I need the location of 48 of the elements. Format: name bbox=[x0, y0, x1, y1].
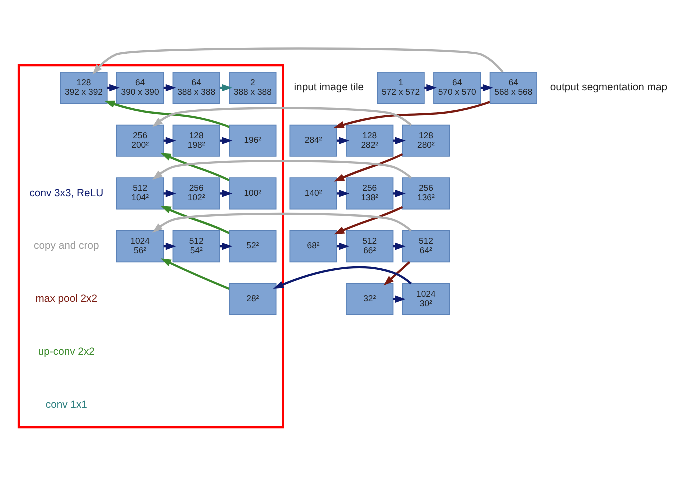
arrow bbox=[104, 100, 230, 128]
legend-label: copy and crop bbox=[34, 240, 100, 252]
arrow bbox=[160, 258, 230, 290]
node-box: 512 64² bbox=[402, 230, 450, 262]
node-box: 100² bbox=[229, 177, 277, 210]
node-box: 64 388 x 388 bbox=[172, 71, 220, 104]
node-box: 196² bbox=[229, 124, 277, 156]
node-box: 28² bbox=[229, 282, 277, 315]
arrow bbox=[334, 206, 404, 234]
node-box: 1024 30² bbox=[402, 282, 450, 315]
legend-label: max pool 2x2 bbox=[36, 294, 98, 305]
node-box: 64 390 x 390 bbox=[116, 71, 164, 104]
arrow bbox=[334, 100, 490, 128]
arrow bbox=[273, 266, 412, 288]
node-box: 128 280² bbox=[402, 124, 450, 156]
node-box: 64 568 x 568 bbox=[490, 71, 538, 104]
node-box: 68² bbox=[290, 230, 338, 262]
node-box: 256 102² bbox=[172, 177, 220, 210]
node-box: 512 66² bbox=[346, 230, 394, 262]
label: output segmentation map bbox=[550, 82, 668, 94]
arrow bbox=[152, 106, 412, 127]
node-box: 128 282² bbox=[346, 124, 394, 156]
label: input image tile bbox=[294, 82, 364, 94]
node-box: 128 392 x 392 bbox=[60, 71, 108, 104]
node-box: 64 570 x 570 bbox=[434, 71, 482, 104]
legend-label: up-conv 2x2 bbox=[38, 346, 95, 358]
arrow bbox=[384, 260, 411, 286]
node-box: 256 136² bbox=[402, 177, 450, 210]
node-box: 32² bbox=[346, 282, 394, 315]
node-box: 256 138² bbox=[346, 177, 394, 210]
node-box: 1 572 x 572 bbox=[377, 71, 425, 104]
arrow bbox=[160, 205, 230, 234]
node-box: 140² bbox=[290, 177, 338, 210]
node-box: 128 198² bbox=[172, 124, 220, 156]
arrow bbox=[160, 152, 230, 181]
legend-label: conv 3x3, ReLU bbox=[30, 188, 104, 199]
node-box: 512 54² bbox=[172, 230, 220, 262]
arrow bbox=[152, 212, 412, 232]
legend-label: conv 1x1 bbox=[46, 399, 88, 410]
node-box: 284² bbox=[290, 124, 338, 156]
arrow bbox=[152, 160, 412, 180]
node-box: 256 200² bbox=[116, 124, 164, 156]
arrow bbox=[92, 47, 504, 74]
node-box: 52² bbox=[229, 230, 277, 262]
node-box: 512 104² bbox=[116, 177, 164, 210]
arrow bbox=[334, 152, 404, 182]
node-box: 2 388 x 388 bbox=[229, 71, 277, 104]
node-box: 1024 56² bbox=[116, 230, 164, 262]
